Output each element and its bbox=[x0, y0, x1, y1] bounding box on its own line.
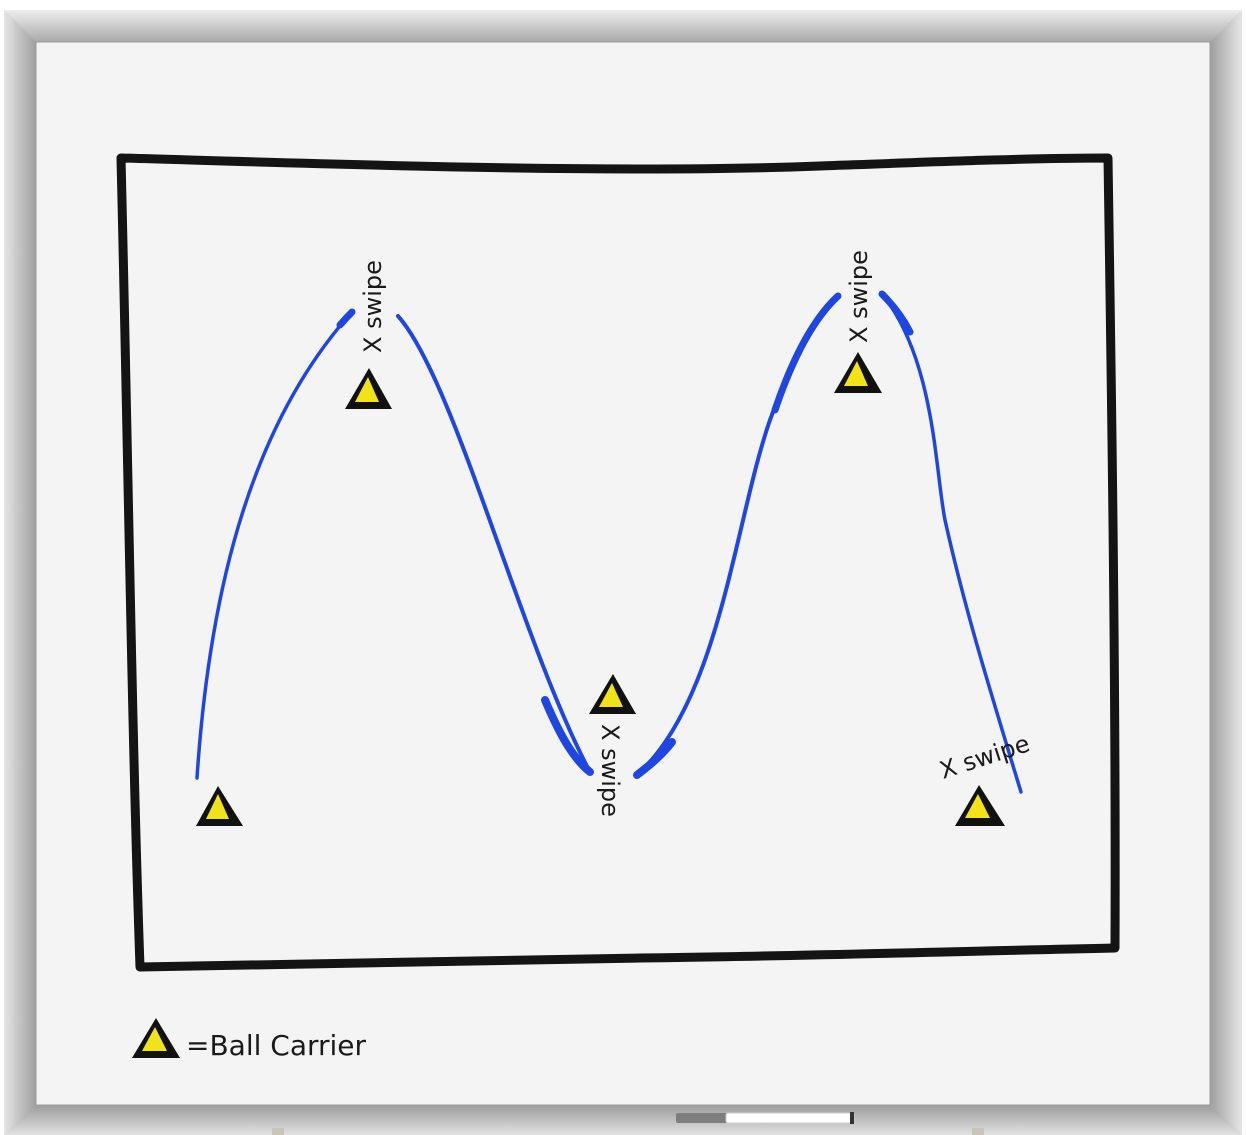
swipe-label-1: X swipe bbox=[359, 260, 387, 353]
legend: =Ball Carrier bbox=[132, 1018, 367, 1062]
cone-3-icon bbox=[589, 674, 636, 714]
cone-4-icon bbox=[834, 352, 882, 393]
swipe-label-2: X swipe bbox=[596, 724, 624, 817]
legend-cone-icon bbox=[132, 1018, 180, 1058]
swipe-label-3: X swipe bbox=[845, 250, 873, 343]
marker-pen bbox=[272, 1112, 984, 1135]
running-path bbox=[195, 290, 1023, 794]
legend-label: =Ball Carrier bbox=[186, 1029, 367, 1062]
board-frame bbox=[4, 10, 1242, 1135]
cone-1-icon bbox=[196, 786, 243, 826]
field-boundary bbox=[116, 153, 1120, 972]
cone-5-icon bbox=[955, 785, 1005, 826]
cone-2-icon bbox=[345, 368, 392, 409]
